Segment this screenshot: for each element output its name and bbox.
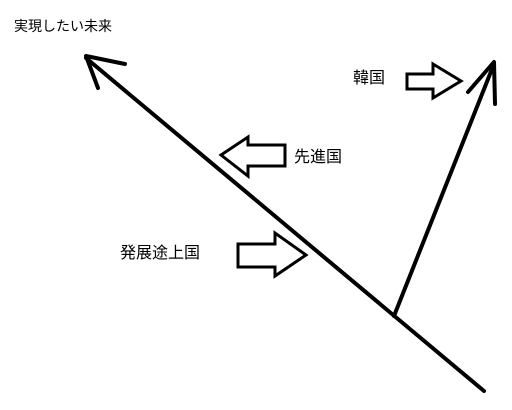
main-arrowhead — [84, 54, 127, 90]
korea-label: 韓国 — [353, 68, 386, 87]
korea-block-arrow — [405, 61, 464, 101]
korea-path-line — [392, 62, 496, 318]
developed-block-arrow — [218, 134, 287, 180]
korea-arrowhead — [466, 60, 497, 106]
developing-countries-label: 発展途上国 — [120, 243, 201, 262]
future-label: 実現したい未来 — [14, 19, 112, 35]
developing-block-arrow — [236, 230, 309, 279]
main-trend-line — [84, 56, 486, 393]
developed-countries-label: 先進国 — [294, 147, 343, 166]
